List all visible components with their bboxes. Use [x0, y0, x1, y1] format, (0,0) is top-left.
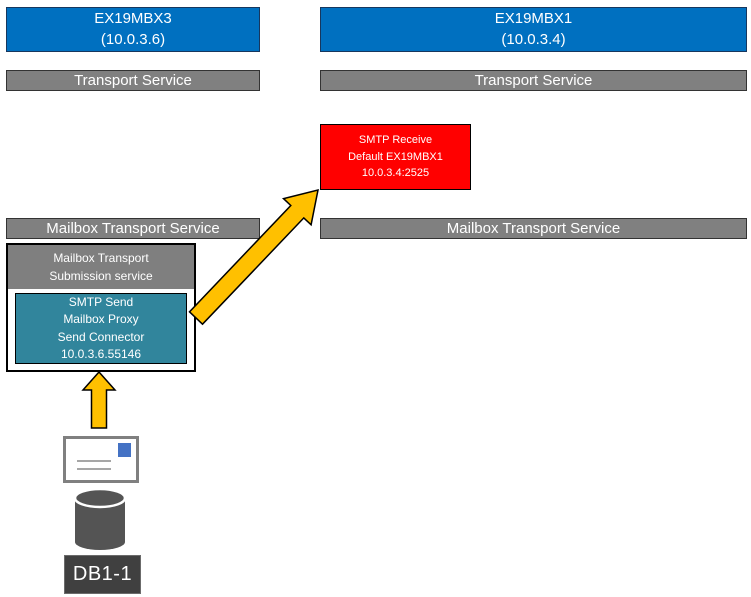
envelope-address-line — [77, 468, 111, 470]
envelope-address-line — [77, 460, 111, 462]
envelope-stamp — [118, 443, 131, 457]
server-name: EX19MBX3 — [94, 10, 172, 28]
mailbox-transport-service-label: Mailbox Transport Service — [46, 220, 220, 237]
submission-service-container: Mailbox Transport Submission service SMT… — [6, 243, 196, 372]
database-label-box: DB1-1 — [64, 555, 141, 594]
smtp-receive-line: SMTP Receive — [358, 134, 433, 147]
database-cylinder-icon — [73, 487, 127, 550]
submission-header-line: Submission service — [49, 269, 153, 283]
server-name: EX19MBX1 — [494, 10, 573, 28]
submission-header-line: Mailbox Transport — [53, 251, 149, 265]
server-ip: (10.0.3.6) — [100, 30, 166, 48]
transport-service-bar-left: Transport Service — [6, 70, 260, 91]
smtp-receive-box: SMTP Receive Default EX19MBX1 10.0.3.4:2… — [320, 124, 471, 190]
mailbox-transport-service-bar-right: Mailbox Transport Service — [320, 218, 747, 239]
smtp-send-line: Send Connector — [57, 329, 145, 344]
database-name: DB1-1 — [72, 563, 133, 585]
transport-service-bar-right: Transport Service — [320, 70, 747, 91]
mailbox-transport-service-bar-left: Mailbox Transport Service — [6, 218, 260, 239]
transport-service-label: Transport Service — [474, 72, 593, 89]
up-arrow-icon — [81, 370, 117, 429]
server-ip: (10.0.3.4) — [501, 30, 566, 48]
submission-service-header: Mailbox Transport Submission service — [8, 245, 194, 289]
smtp-send-box: SMTP Send Mailbox Proxy Send Connector 1… — [15, 293, 187, 364]
smtp-receive-line: Default EX19MBX1 — [348, 150, 443, 163]
mailbox-transport-service-label: Mailbox Transport Service — [446, 220, 621, 237]
envelope-icon — [63, 436, 139, 483]
smtp-send-line: SMTP Send — [68, 295, 134, 310]
smtp-send-line: Mailbox Proxy — [63, 312, 139, 327]
server-box-ex19mbx3: EX19MBX3 (10.0.3.6) — [6, 7, 260, 52]
transport-service-label: Transport Service — [74, 72, 192, 89]
smtp-receive-line: 10.0.3.4:2525 — [361, 167, 430, 180]
diagonal-arrow-icon — [188, 188, 319, 326]
smtp-send-line: 10.0.3.6.55146 — [60, 346, 142, 361]
server-box-ex19mbx1: EX19MBX1 (10.0.3.4) — [320, 7, 747, 52]
